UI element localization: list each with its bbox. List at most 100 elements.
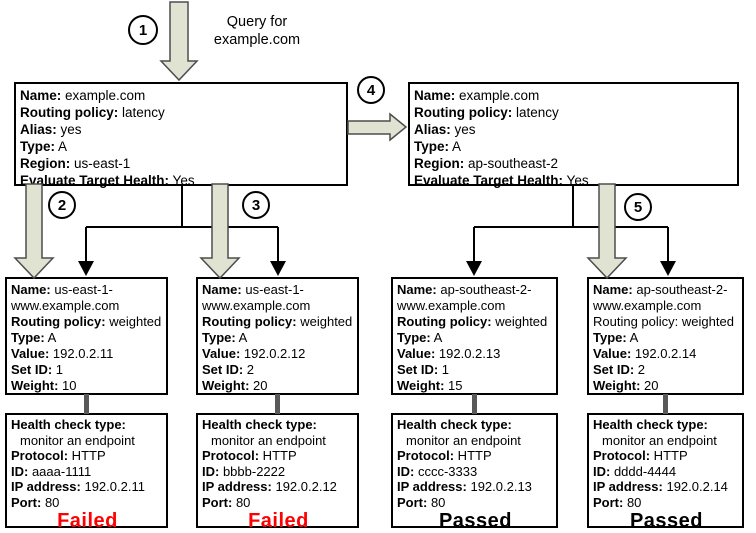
field-value: Yes <box>169 173 195 188</box>
field-value: 80 <box>232 494 251 510</box>
record-field: Port: 80 <box>202 495 355 511</box>
record-field: Name: us-east-1-www.example.com <box>202 282 355 314</box>
field-value: us-east-1-www.example.com <box>11 282 120 313</box>
field-label: Region: <box>20 156 71 171</box>
step-4-arrow-icon <box>347 112 408 142</box>
record-field: Protocol: HTTP <box>397 448 554 464</box>
field-label: Weight: <box>202 378 250 393</box>
weighted-record-us-east-1-set1: Name: us-east-1-www.example.com Routing … <box>5 277 168 395</box>
field-label: Alias: <box>414 122 451 137</box>
record-field: monitor an endpoint <box>593 433 740 449</box>
healthcheck-link <box>275 394 280 414</box>
field-label: Health check type: <box>11 417 126 432</box>
field-label: Port: <box>11 494 42 510</box>
record-field: Set ID: 1 <box>397 362 554 378</box>
field-value: 192.0.2.12 <box>240 346 306 361</box>
field-label: ID: <box>202 463 220 479</box>
record-field: Value: 192.0.2.14 <box>593 346 740 362</box>
field-label: Value: <box>593 346 632 361</box>
field-value: HTTP <box>454 448 492 463</box>
step-number: 1 <box>138 21 148 39</box>
field-value: cccc-3333 <box>414 463 478 479</box>
healthcheck-link <box>663 394 668 414</box>
field-value: 192.0.2.11 <box>80 479 145 494</box>
record-field: Routing policy: weighted <box>202 314 355 330</box>
record-field: ID: dddd-4444 <box>593 464 740 480</box>
field-value: weighted <box>678 314 734 329</box>
health-check-cccc-3333: Health check type: monitor an endpoint P… <box>391 413 558 531</box>
record-field: monitor an endpoint <box>11 433 164 449</box>
field-label: IP address: <box>397 479 467 494</box>
record-field: Type: A <box>20 138 344 155</box>
record-field: Type: A <box>11 330 164 346</box>
field-label: Alias: <box>20 122 57 137</box>
field-label: Name: <box>397 282 437 297</box>
field-value: example.com <box>455 88 540 103</box>
field-value: monitor an endpoint <box>211 432 326 448</box>
query-label-line2: example.com <box>213 32 301 48</box>
field-label: ID: <box>11 463 29 479</box>
field-value: monitor an endpoint <box>406 432 521 448</box>
record-field: Name: ap-southeast-2-www.example.com <box>397 282 554 314</box>
record-field: Protocol: HTTP <box>11 448 164 464</box>
field-value: 80 <box>623 494 642 510</box>
connector-arrowhead-icon <box>270 261 286 276</box>
record-field: Routing policy: latency <box>414 104 735 121</box>
field-label: Type: <box>202 330 236 345</box>
record-field: monitor an endpoint <box>202 433 355 449</box>
record-field: ID: aaaa-1111 <box>11 464 164 480</box>
field-label: Set ID: <box>397 362 439 377</box>
field-value: yes <box>56 122 82 137</box>
record-field: Routing policy: weighted <box>593 314 740 330</box>
query-label: Query for example.com <box>198 13 316 49</box>
health-check-status: Failed <box>57 510 118 532</box>
field-value: example.com <box>61 88 146 103</box>
query-label-line1: Query for <box>226 14 288 30</box>
field-label: Type: <box>414 139 450 154</box>
field-label: Name: <box>20 88 62 103</box>
field-value: weighted <box>105 314 162 329</box>
field-label: IP address: <box>11 479 81 494</box>
record-field: Set ID: 2 <box>593 362 740 378</box>
field-value: 80 <box>427 494 446 510</box>
record-field: Routing policy: weighted <box>11 314 164 330</box>
record-field: Type: A <box>414 138 735 155</box>
field-value: latency <box>118 105 165 120</box>
record-field: Evaluate Target Health: Yes <box>20 172 344 189</box>
record-field: Health check type: <box>593 417 740 433</box>
record-field: Value: 192.0.2.11 <box>11 346 164 362</box>
field-value: 20 <box>640 378 659 393</box>
connector-arrowhead-icon <box>466 261 482 276</box>
record-field: IP address: 192.0.2.14 <box>593 479 740 495</box>
field-value: A <box>626 330 639 345</box>
latency-record-us-east-1: Name: example.com Routing policy: latenc… <box>14 82 348 189</box>
field-value: latency <box>512 105 559 120</box>
field-value: 20 <box>249 378 268 393</box>
field-label: Set ID: <box>593 362 635 377</box>
record-field: Health check type: <box>397 417 554 433</box>
field-value: 2 <box>634 362 646 377</box>
field-label: Name: <box>414 88 456 103</box>
step-1-badge: 1 <box>128 15 158 45</box>
health-check-bbbb-2222: Health check type: monitor an endpoint P… <box>196 413 359 531</box>
field-value: A <box>44 330 57 345</box>
record-field: Alias: yes <box>20 121 344 138</box>
field-value: A <box>235 330 248 345</box>
record-field: Routing policy: weighted <box>397 314 554 330</box>
connector-arrowhead-icon <box>78 261 94 276</box>
field-label: Evaluate Target Health: <box>20 173 170 188</box>
field-label: Protocol: <box>593 448 651 463</box>
field-value: HTTP <box>259 448 297 463</box>
field-label: Routing policy: <box>593 314 679 329</box>
field-label: Routing policy: <box>397 314 492 329</box>
field-value: us-east-1-www.example.com <box>202 282 311 313</box>
step-number: 5 <box>633 198 643 216</box>
field-value: monitor an endpoint <box>602 432 717 448</box>
field-label: Name: <box>11 282 51 297</box>
record-field: Set ID: 2 <box>202 362 355 378</box>
field-label: Type: <box>593 330 627 345</box>
record-field: Port: 80 <box>593 495 740 511</box>
record-field: Name: us-east-1-www.example.com <box>11 282 164 314</box>
step-2-badge: 2 <box>48 191 76 219</box>
